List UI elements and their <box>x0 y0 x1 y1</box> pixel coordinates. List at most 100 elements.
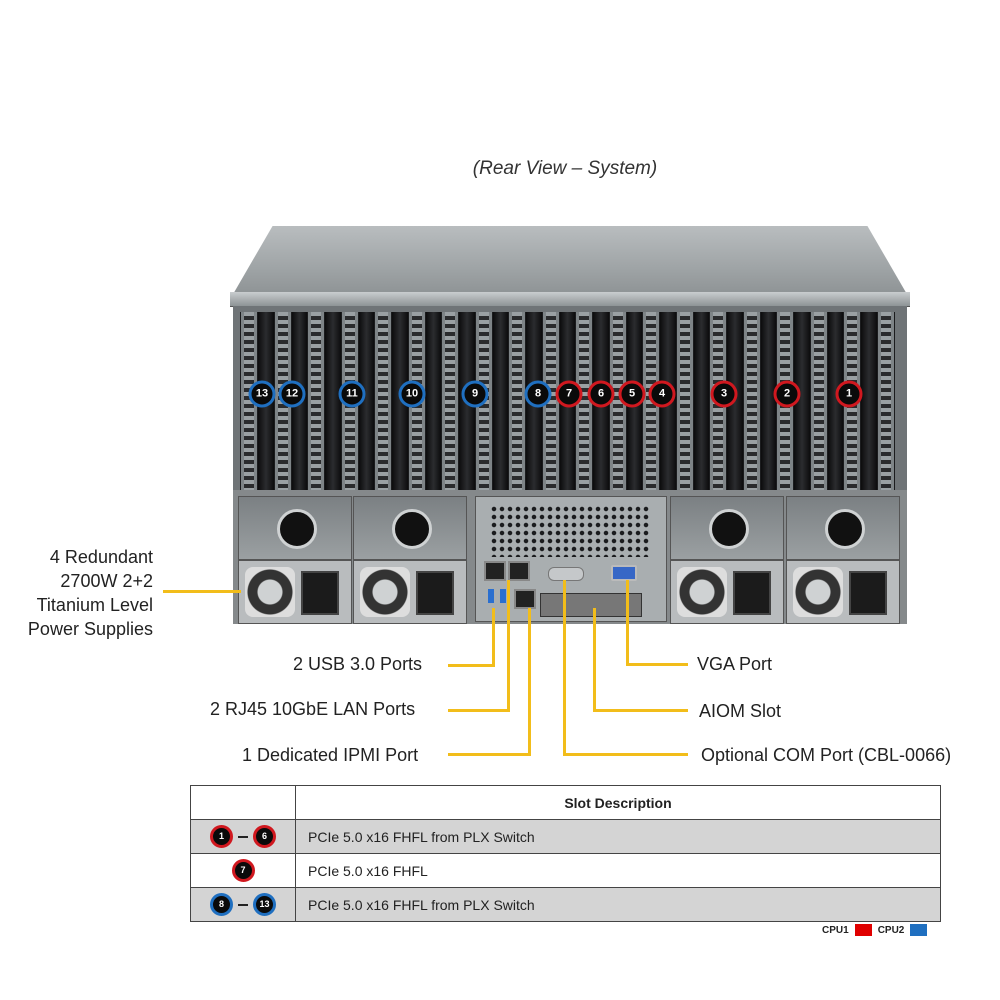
pcie-slot-opening <box>492 312 509 490</box>
pcie-slot-opening <box>693 312 710 490</box>
ipmi-callout-label: 1 Dedicated IPMI Port <box>242 745 419 765</box>
psu-vent-hole <box>825 509 865 549</box>
lan-callout-line <box>507 580 510 712</box>
pcie-slot-bracket <box>676 312 693 490</box>
slot-badge-icon: 7 <box>231 859 255 882</box>
lan-callout-line <box>448 709 510 712</box>
pcie-slot-opening <box>358 312 375 490</box>
table-row: 7 PCIe 5.0 x16 FHFL <box>190 853 941 888</box>
pcie-slot-bracket <box>810 312 827 490</box>
vga-callout-label: VGA Port <box>697 654 773 674</box>
slot-badge-10: 10 <box>398 380 426 408</box>
usb-port-1[interactable] <box>488 589 494 603</box>
chassis-top-cover <box>232 226 908 296</box>
pcie-slot-opening <box>425 312 442 490</box>
usb-port-2[interactable] <box>500 589 506 603</box>
slot-range-icons: 7 <box>190 853 296 888</box>
psu-callout-line <box>163 590 241 593</box>
slot-badge-icon: 8 <box>210 893 233 916</box>
pcie-slot-bracket <box>877 312 894 490</box>
slot-badge-8: 8 <box>524 380 552 408</box>
slot-badge-3: 3 <box>710 380 738 408</box>
slot-badge-12: 12 <box>278 380 306 408</box>
lan-callout-label: 2 RJ45 10GbE LAN Ports <box>210 699 416 719</box>
power-supply-unit[interactable] <box>238 560 352 624</box>
io-vent-grille <box>490 505 650 557</box>
slot-badge-icon: 1 <box>210 825 233 848</box>
power-supply-unit[interactable] <box>670 560 784 624</box>
psu-label-line: 4 Redundant <box>49 547 153 567</box>
vga-port[interactable] <box>611 565 637 581</box>
psu-bay-cover <box>670 496 784 560</box>
legend-label-cpu2: CPU2 <box>877 924 905 936</box>
psu-label-line: 2700W 2+2 <box>60 571 153 591</box>
aiom-callout-line <box>593 608 596 712</box>
psu-bay-cover <box>786 496 900 560</box>
pcie-slot-bracket <box>375 312 392 490</box>
power-supply-unit[interactable] <box>786 560 900 624</box>
chassis-rear-lip <box>230 292 910 307</box>
pcie-slot-opening <box>861 312 877 490</box>
psu-fan-icon <box>677 567 727 617</box>
com-port-cover[interactable] <box>548 567 584 581</box>
lan-port-1[interactable] <box>484 561 506 581</box>
psu-label-line: Power Supplies <box>27 619 153 639</box>
psu-callout-label: 4 Redundant 2700W 2+2 Titanium Level Pow… <box>10 545 153 641</box>
psu-fan-icon <box>360 567 410 617</box>
usb-callout-line <box>492 608 495 666</box>
usb-callout-line <box>448 664 495 667</box>
slot-badge-7: 7 <box>555 380 583 408</box>
legend-label-cpu1: CPU1 <box>822 924 849 936</box>
slot-badge-icon: 6 <box>253 825 276 848</box>
io-panel <box>475 496 667 622</box>
slot-badge-2: 2 <box>773 380 801 408</box>
power-inlet <box>733 571 771 615</box>
pcie-slot-bracket <box>442 312 459 490</box>
power-supply-unit[interactable] <box>353 560 467 624</box>
range-dash <box>238 835 248 838</box>
usb-callout-label: 2 USB 3.0 Ports <box>293 654 423 674</box>
table-row: 8 13 PCIe 5.0 x16 FHFL from PLX Switch <box>190 887 941 922</box>
table-header-icons <box>190 785 296 820</box>
psu-fan-icon <box>793 567 843 617</box>
psu-bay-cover <box>238 496 352 560</box>
slot-badge-icon: 13 <box>253 893 276 916</box>
slot-description: PCIe 5.0 x16 FHFL from PLX Switch <box>295 887 941 922</box>
psu-vent-hole <box>277 509 317 549</box>
slot-badge-1: 1 <box>835 380 863 408</box>
psu-label-line: Titanium Level <box>36 595 153 615</box>
lan-port-2[interactable] <box>508 561 530 581</box>
psu-bay-cover <box>353 496 467 560</box>
vga-callout-line <box>626 580 629 666</box>
slot-badge-4: 4 <box>648 380 676 408</box>
slot-badge-13: 13 <box>248 380 276 408</box>
psu-vent-hole <box>392 509 432 549</box>
range-dash <box>238 903 248 906</box>
cpu-legend: CPU1 CPU2 <box>822 924 928 936</box>
pcie-slot-bracket <box>743 312 760 490</box>
slot-range-icons: 8 13 <box>190 887 296 922</box>
slot-description: PCIe 5.0 x16 FHFL <box>295 853 941 888</box>
psu-vent-hole <box>709 509 749 549</box>
legend-swatch-cpu1 <box>854 924 872 936</box>
pcie-slot-opening <box>325 312 341 490</box>
ipmi-port[interactable] <box>514 589 536 609</box>
power-inlet <box>301 571 339 615</box>
power-inlet <box>416 571 454 615</box>
vga-callout-line <box>626 663 688 666</box>
slot-badge-6: 6 <box>587 380 615 408</box>
aiom-slot[interactable] <box>540 593 642 617</box>
slot-description: PCIe 5.0 x16 FHFL from PLX Switch <box>295 819 941 854</box>
slot-badge-5: 5 <box>618 380 646 408</box>
pcie-slot-opening <box>827 312 844 490</box>
diagram-caption: (Rear View – System) <box>472 158 658 179</box>
slot-badge-9: 9 <box>461 380 489 408</box>
legend-swatch-cpu2 <box>910 924 928 936</box>
com-callout-line <box>563 580 566 756</box>
psu-fan-icon <box>245 567 295 617</box>
table-header-description: Slot Description <box>295 785 941 820</box>
pcie-slot-opening <box>794 312 810 490</box>
